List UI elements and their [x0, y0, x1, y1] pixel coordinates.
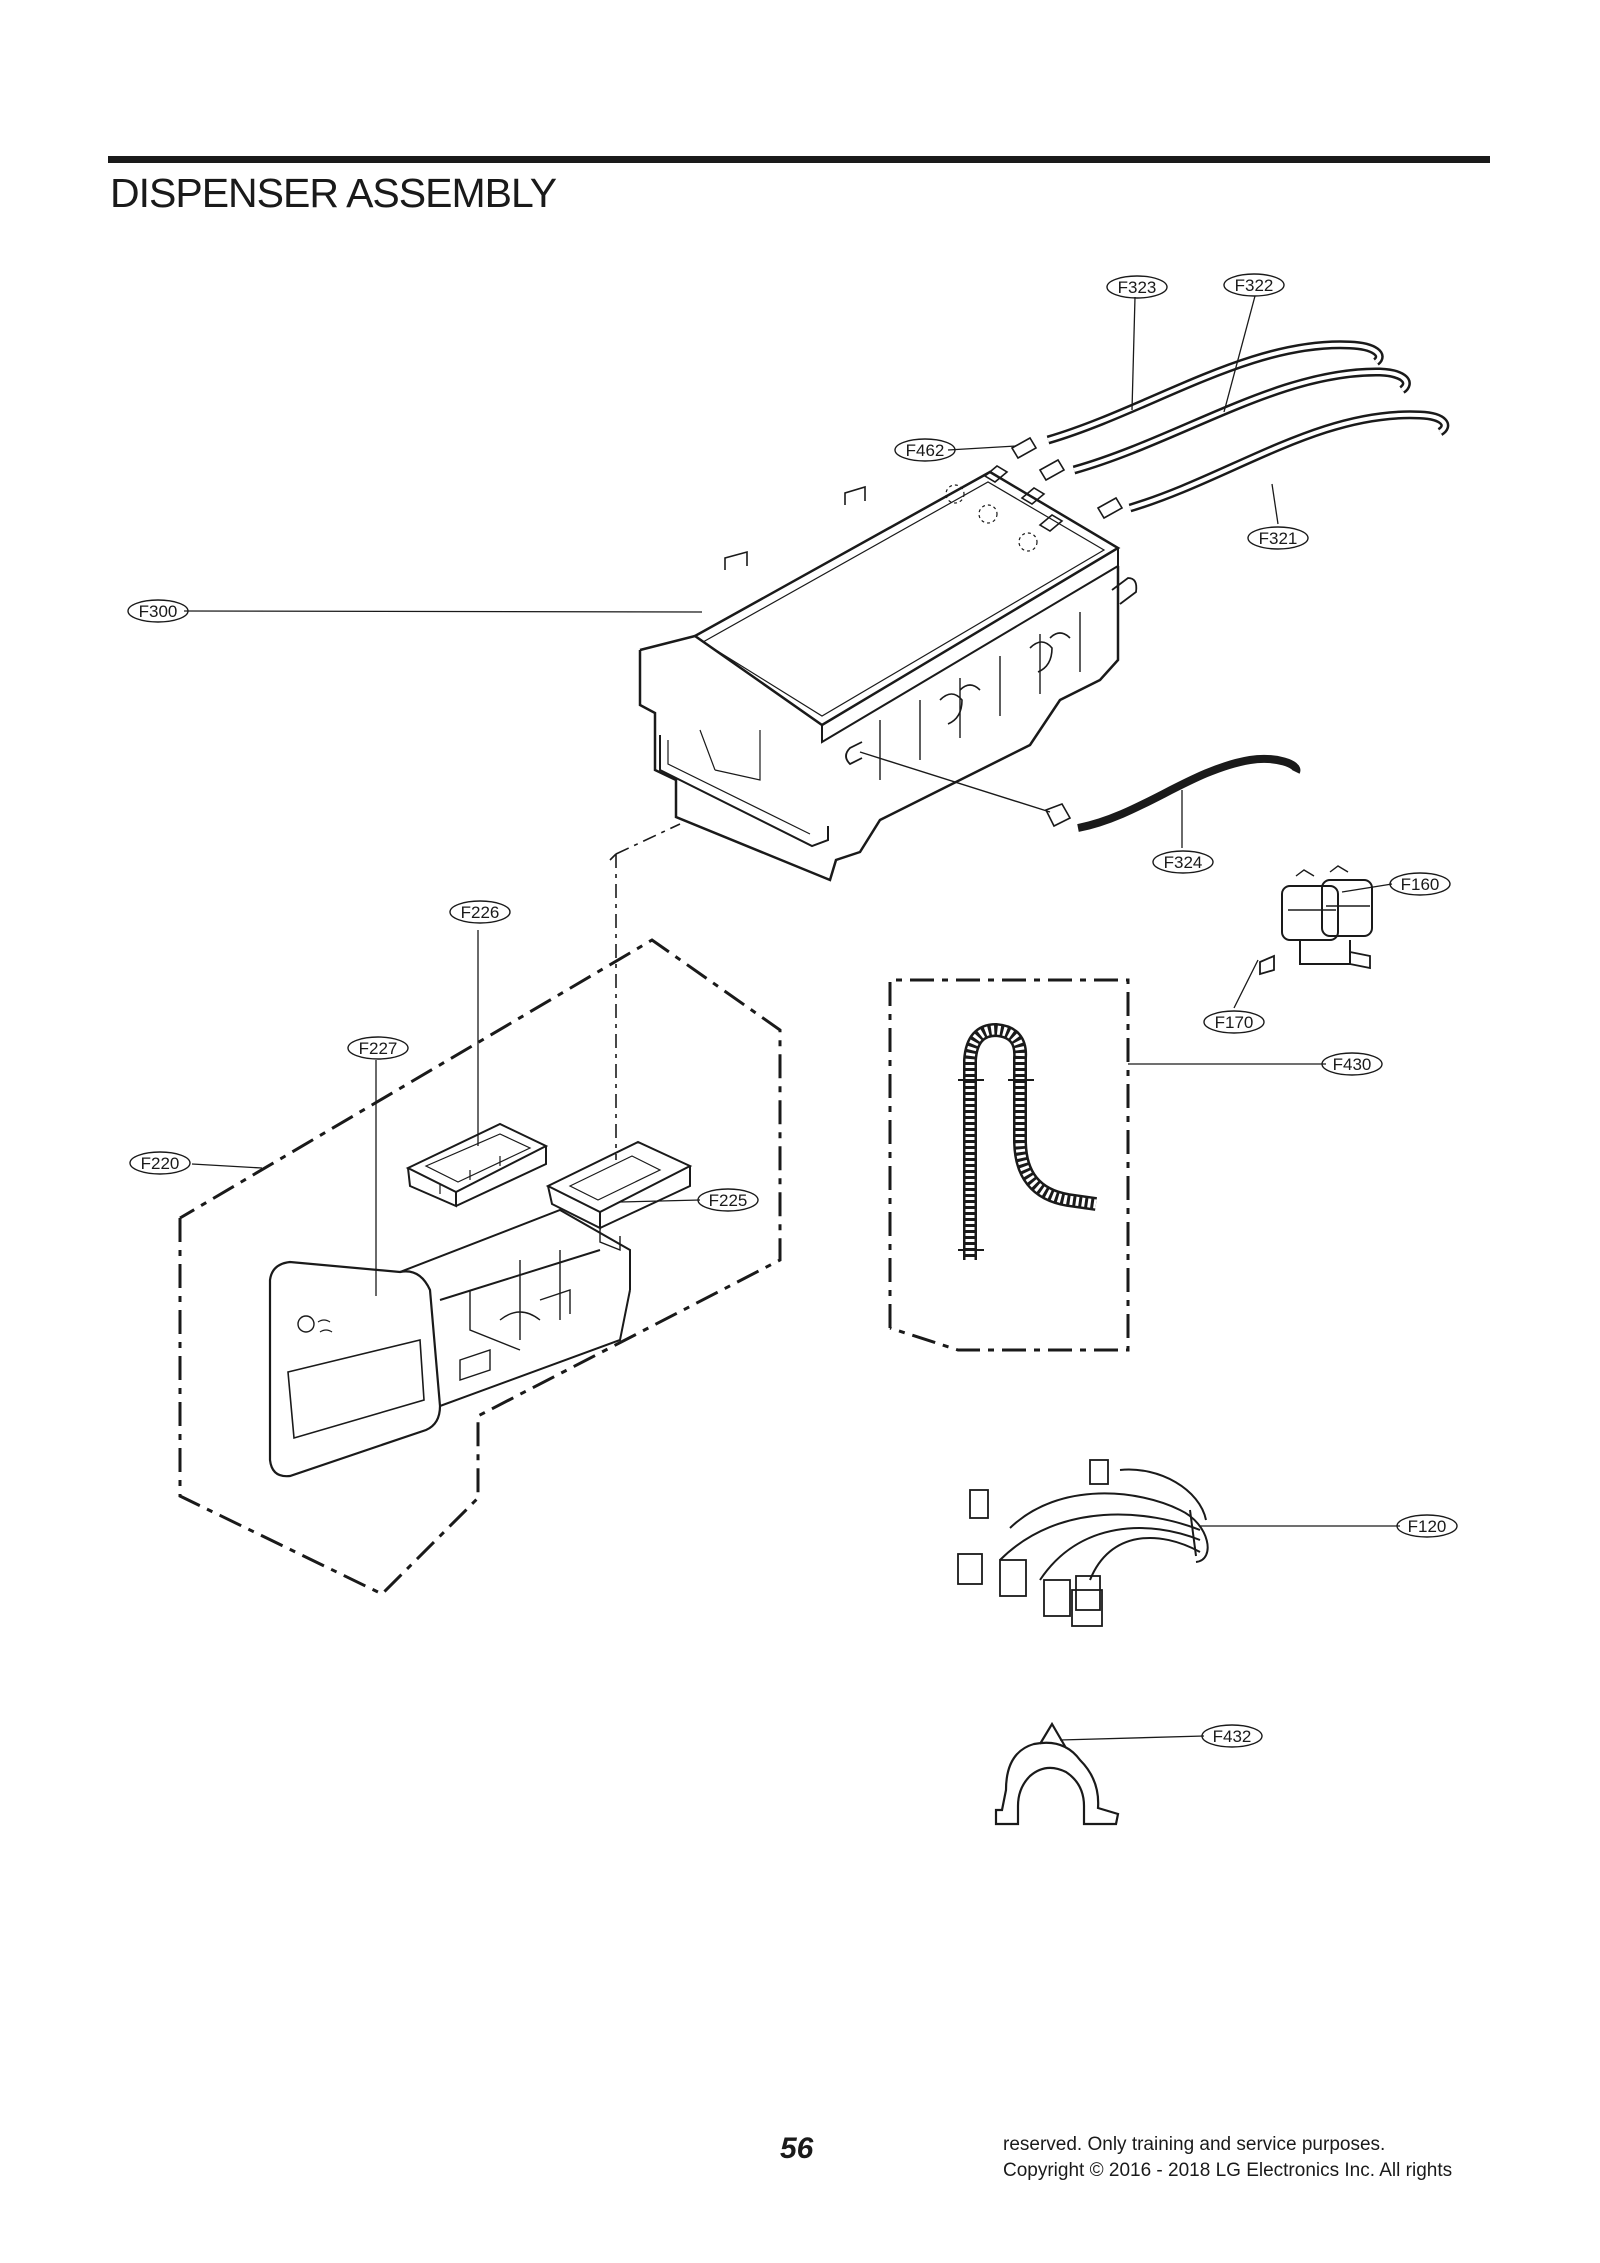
callout-f220: F220 — [129, 1151, 191, 1175]
detergent-drawer — [268, 1208, 631, 1478]
hose-f324 — [859, 751, 1301, 832]
callout-f120: F120 — [1396, 1514, 1458, 1538]
bleach-cap-f225 — [545, 1140, 693, 1252]
callout-f324: F324 — [1152, 850, 1214, 874]
copyright-notice: reserved. Only training and service purp… — [1003, 2132, 1452, 2184]
callout-f462: F462 — [894, 438, 956, 462]
callout-f226: F226 — [449, 900, 511, 924]
callout-f323: F323 — [1106, 275, 1168, 299]
callout-label: F160 — [1401, 875, 1440, 894]
top-rule — [108, 156, 1490, 163]
callout-label: F321 — [1259, 529, 1298, 548]
callout-label: F220 — [141, 1154, 180, 1173]
drain-hose — [958, 1022, 1097, 1260]
callout-label: F322 — [1235, 276, 1274, 295]
callout-label: F324 — [1164, 853, 1203, 872]
callout-f430: F430 — [1321, 1052, 1383, 1076]
callout-f322: F322 — [1223, 273, 1285, 297]
copyright-line-2: Copyright © 2016 - 2018 LG Electronics I… — [1003, 2160, 1453, 2181]
callout-label: F170 — [1215, 1013, 1254, 1032]
callout-f225: F225 — [697, 1188, 759, 1212]
dispenser-housing — [638, 465, 1138, 882]
softener-cap-f226 — [405, 1122, 549, 1208]
leader-lines — [183, 295, 1400, 1741]
callout-label: F225 — [709, 1191, 748, 1210]
callout-label: F227 — [359, 1039, 398, 1058]
callout-label: F226 — [461, 903, 500, 922]
callout-f321: F321 — [1247, 526, 1309, 550]
wire-harness — [957, 1459, 1209, 1627]
callout-label: F432 — [1213, 1727, 1252, 1746]
page-title: DISPENSER ASSEMBLY — [110, 170, 557, 216]
callout-label: F462 — [906, 441, 945, 460]
page-number: 56 — [780, 2132, 814, 2165]
callout-f170: F170 — [1203, 1010, 1265, 1034]
callout-f160: F160 — [1389, 872, 1451, 896]
callout-f227: F227 — [347, 1036, 409, 1060]
callout-label: F300 — [139, 602, 178, 621]
callout-label: F323 — [1118, 278, 1157, 297]
callout-label: F430 — [1333, 1055, 1372, 1074]
callout-f432: F432 — [1201, 1724, 1263, 1748]
water-valve — [1259, 865, 1373, 976]
callout-f300: F300 — [127, 599, 189, 623]
inlet-hoses — [1010, 340, 1450, 520]
drawer-assembly-boundary — [178, 938, 782, 1596]
drain-hose-boundary — [888, 978, 1130, 1352]
copyright-line-1: reserved. Only training and service purp… — [1003, 2134, 1386, 2155]
callout-label: F120 — [1408, 1517, 1447, 1536]
